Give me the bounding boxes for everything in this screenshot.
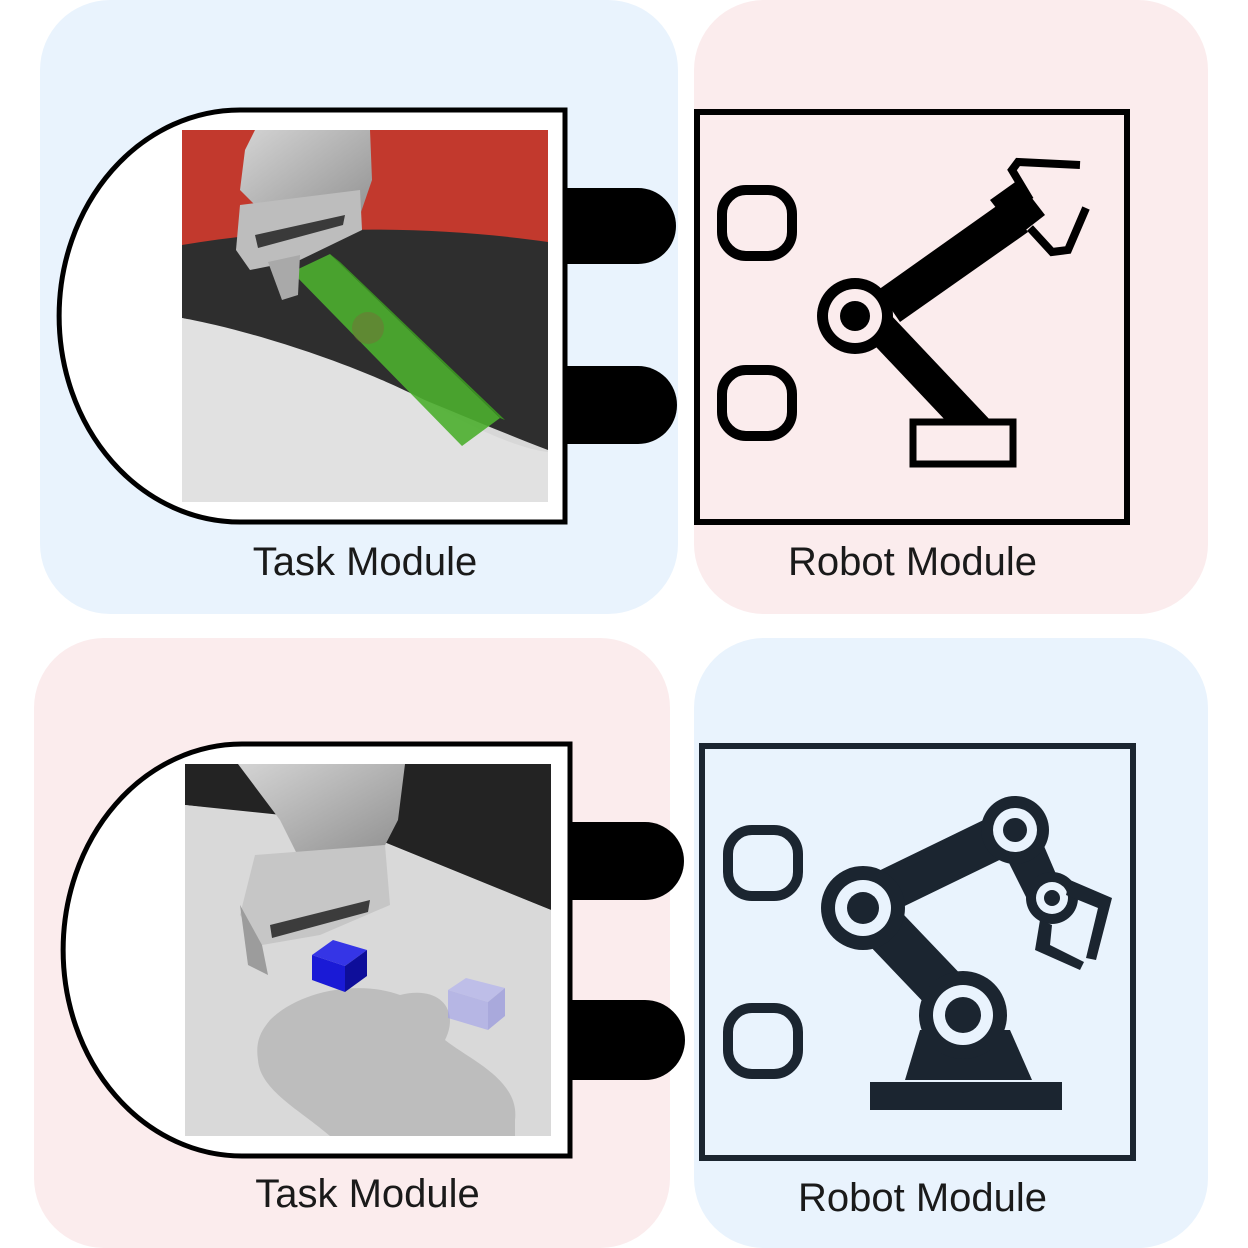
target-cube	[448, 978, 505, 1030]
socket-hole-top-upper	[717, 185, 797, 261]
task-image-cube-pick	[185, 764, 551, 1136]
robot-module-socket-top	[694, 109, 1130, 525]
gripper-top	[236, 130, 372, 300]
robot-arm-icon	[817, 157, 1090, 468]
socket-hole-bottom-lower	[723, 1003, 803, 1079]
gripper-bottom	[238, 764, 405, 975]
plug-prong-top-lower	[566, 366, 677, 444]
plug-prong-bottom-lower	[571, 1000, 685, 1080]
blue-cube	[312, 940, 367, 992]
robot-panel-top	[694, 0, 1208, 614]
industrial-robot-arm-icon	[821, 796, 1112, 1110]
green-stick	[292, 254, 505, 446]
robot-module-socket-bottom	[699, 743, 1136, 1161]
robot-panel-bottom	[694, 638, 1208, 1248]
task-module-label-top: Task Module	[252, 540, 478, 584]
task-image-stick-push	[182, 130, 548, 502]
robot-module-label-bottom: Robot Module	[797, 1176, 1048, 1220]
socket-hole-bottom-upper	[723, 825, 803, 901]
robot-module-label-top: Robot Module	[787, 540, 1038, 584]
task-module-label-bottom: Task Module	[255, 1172, 480, 1216]
socket-hole-top-lower	[717, 365, 797, 441]
plug-prong-top-upper	[566, 188, 676, 264]
plug-prong-bottom-upper	[571, 822, 684, 900]
